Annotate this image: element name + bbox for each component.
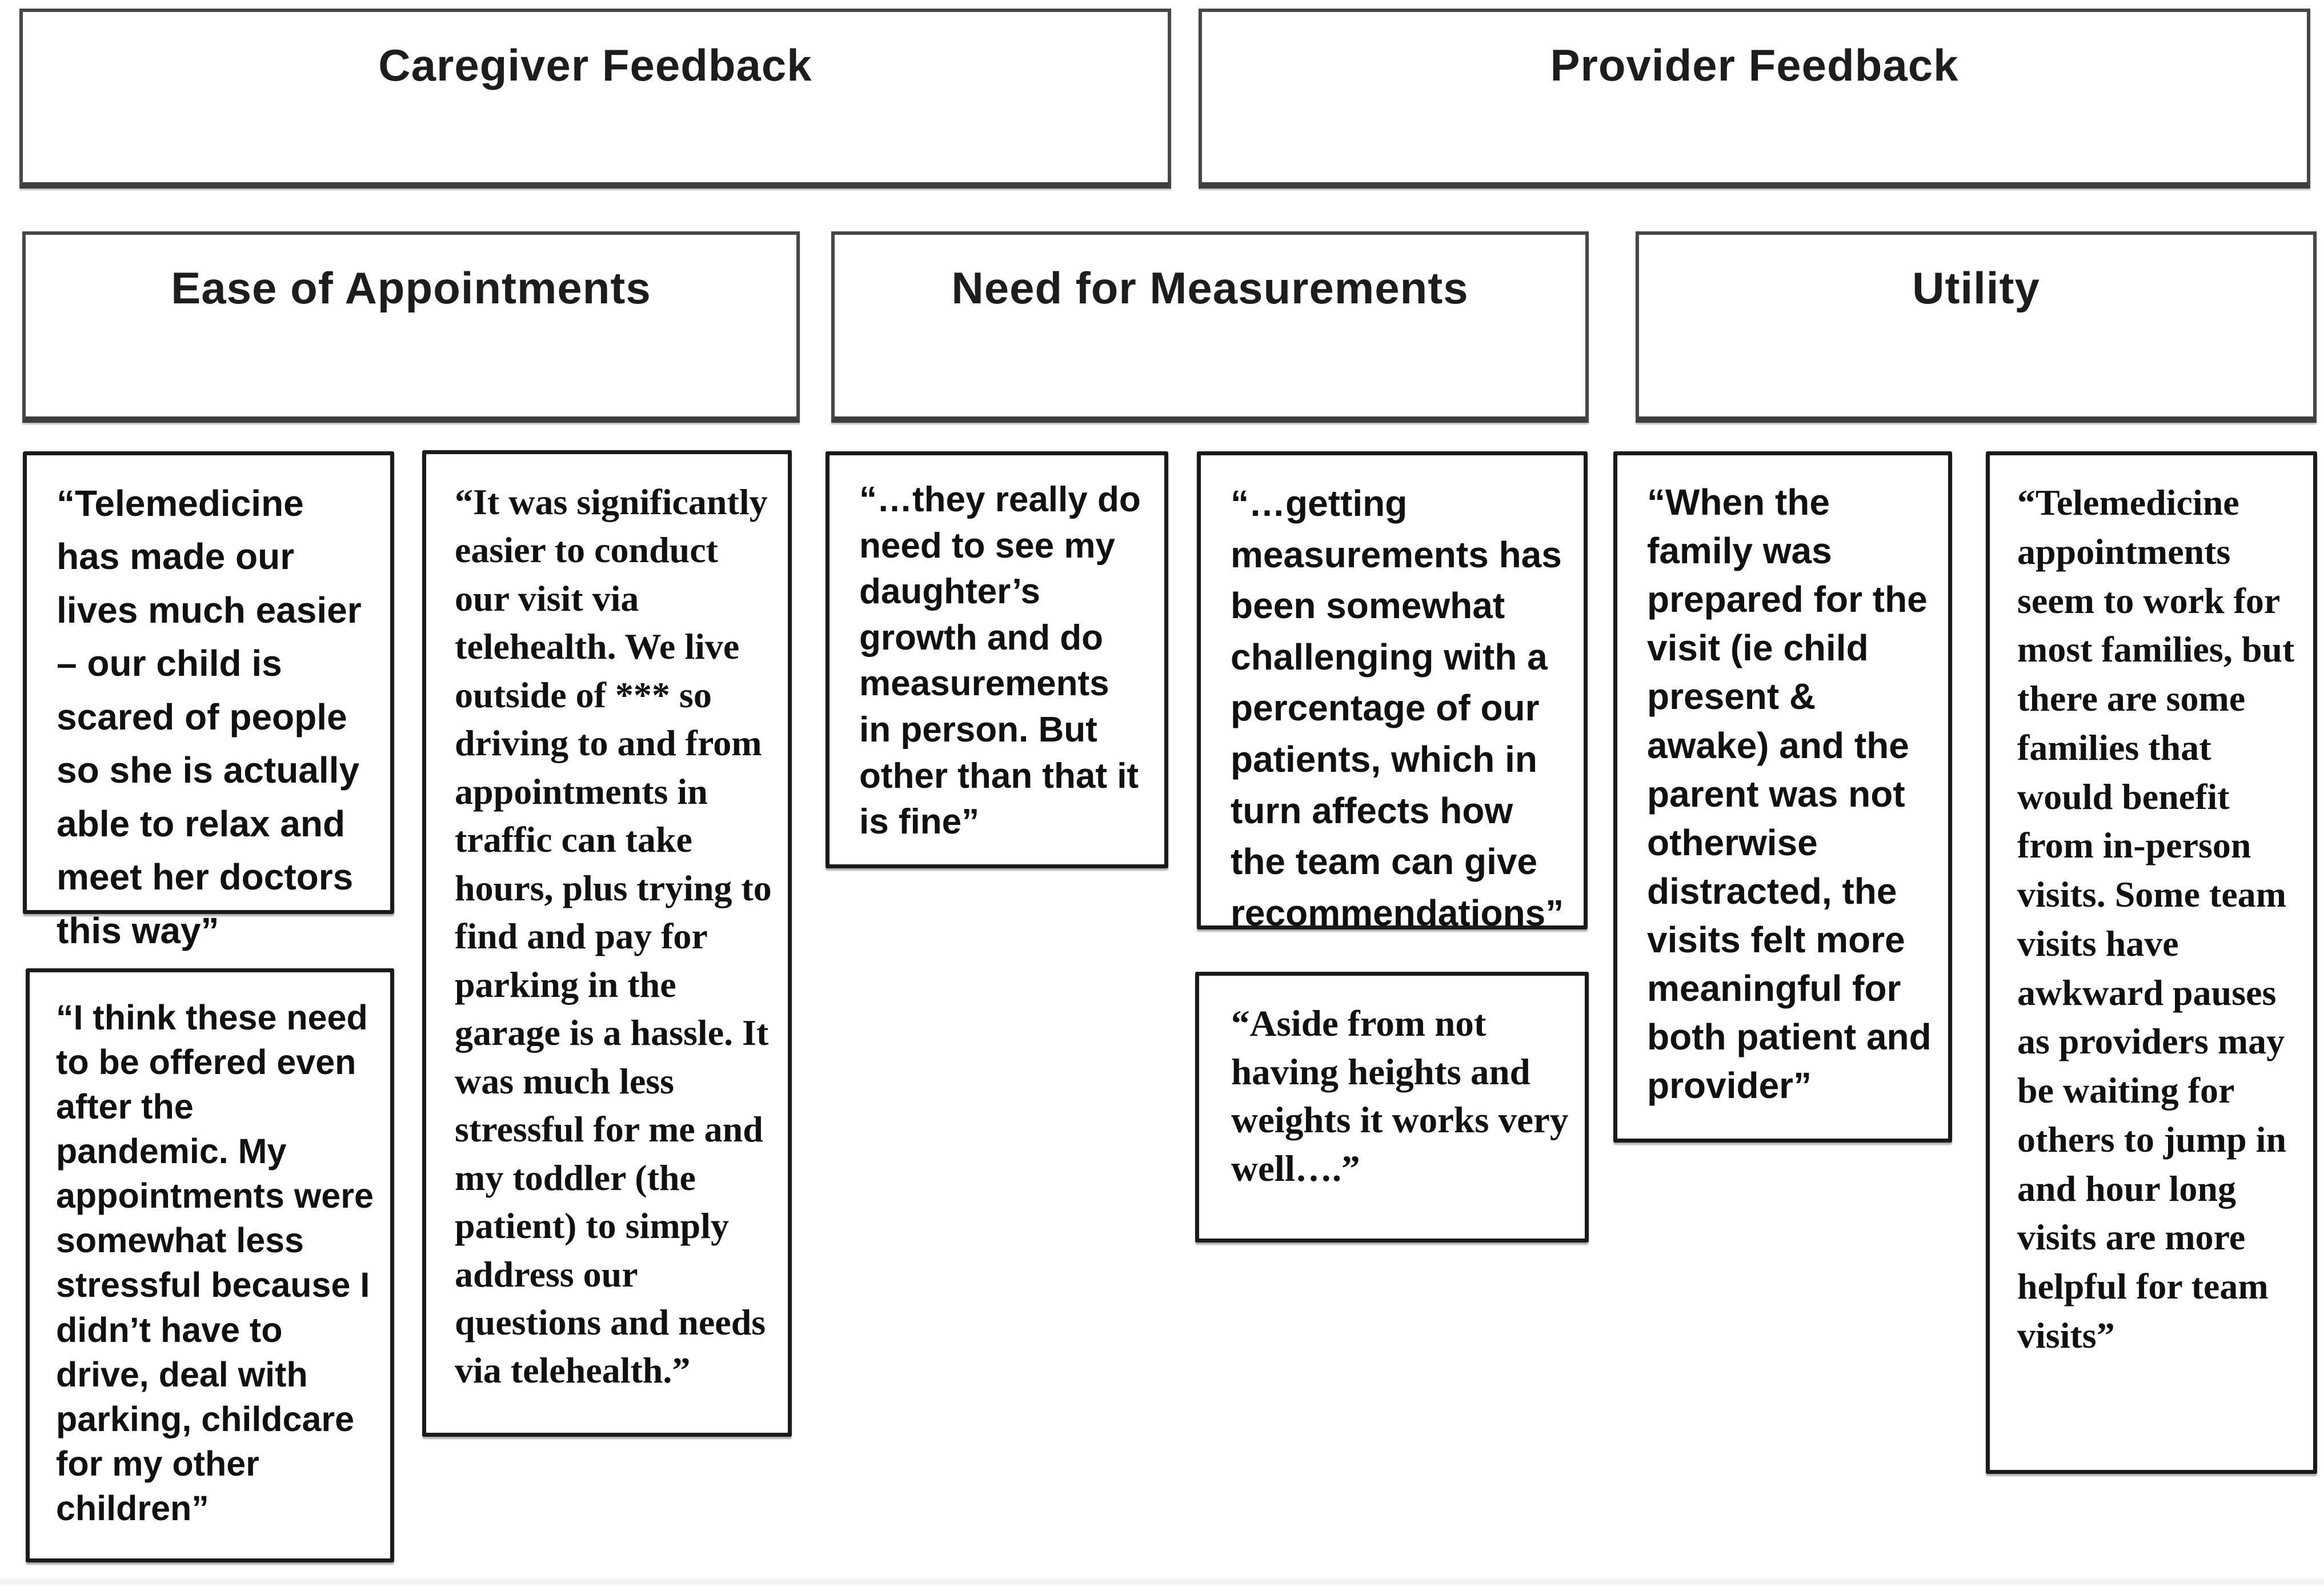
header-provider-feedback: Provider Feedback [1199, 9, 2310, 189]
category-utility-label: Utility [1912, 263, 2040, 313]
quote-caregiver-ease-2: “I think these need to be offered even a… [26, 968, 394, 1562]
quote-provider-utility-1: “When the family was prepared for the vi… [1613, 451, 1952, 1143]
quote-provider-utility-2-text: “Telemedicine appointments seem to work … [2017, 482, 2295, 1356]
category-ease-of-appointments-label: Ease of Appointments [171, 263, 651, 313]
category-need-for-measurements-label: Need for Measurements [951, 263, 1469, 313]
category-need-for-measurements: Need for Measurements [831, 231, 1589, 423]
category-utility: Utility [1636, 231, 2317, 423]
quote-provider-utility-1-text: “When the family was prepared for the vi… [1647, 482, 1932, 1107]
quote-provider-utility-2: “Telemedicine appointments seem to work … [1986, 451, 2317, 1474]
category-ease-of-appointments: Ease of Appointments [22, 231, 800, 423]
header-provider-feedback-label: Provider Feedback [1550, 40, 1959, 90]
quote-caregiver-ease-1-text: “Telemedicine has made our lives much ea… [57, 483, 362, 951]
quote-provider-need-1-text: “…getting measurements has been somewhat… [1231, 483, 1564, 933]
scan-artifact-band [0, 1578, 2324, 1585]
quote-caregiver-ease-1: “Telemedicine has made our lives much ea… [23, 451, 394, 951]
quote-caregiver-ease-3: “It was significantly easier to conduct … [422, 450, 792, 1437]
quote-provider-need-2-text: “Aside from not having heights and weigh… [1231, 1003, 1569, 1189]
header-caregiver-feedback-label: Caregiver Feedback [378, 40, 812, 90]
quote-caregiver-need-1: “…they really do need to see my daughter… [826, 451, 1168, 868]
quote-caregiver-need-1-text: “…they really do need to see my daughter… [859, 480, 1141, 842]
quote-provider-need-1: “…getting measurements has been somewhat… [1197, 451, 1588, 933]
quote-provider-need-2: “Aside from not having heights and weigh… [1195, 972, 1589, 1243]
header-caregiver-feedback: Caregiver Feedback [19, 9, 1171, 189]
quote-caregiver-ease-2-text: “I think these need to be offered even a… [56, 998, 374, 1528]
quote-caregiver-ease-3-text: “It was significantly easier to conduct … [455, 482, 772, 1391]
